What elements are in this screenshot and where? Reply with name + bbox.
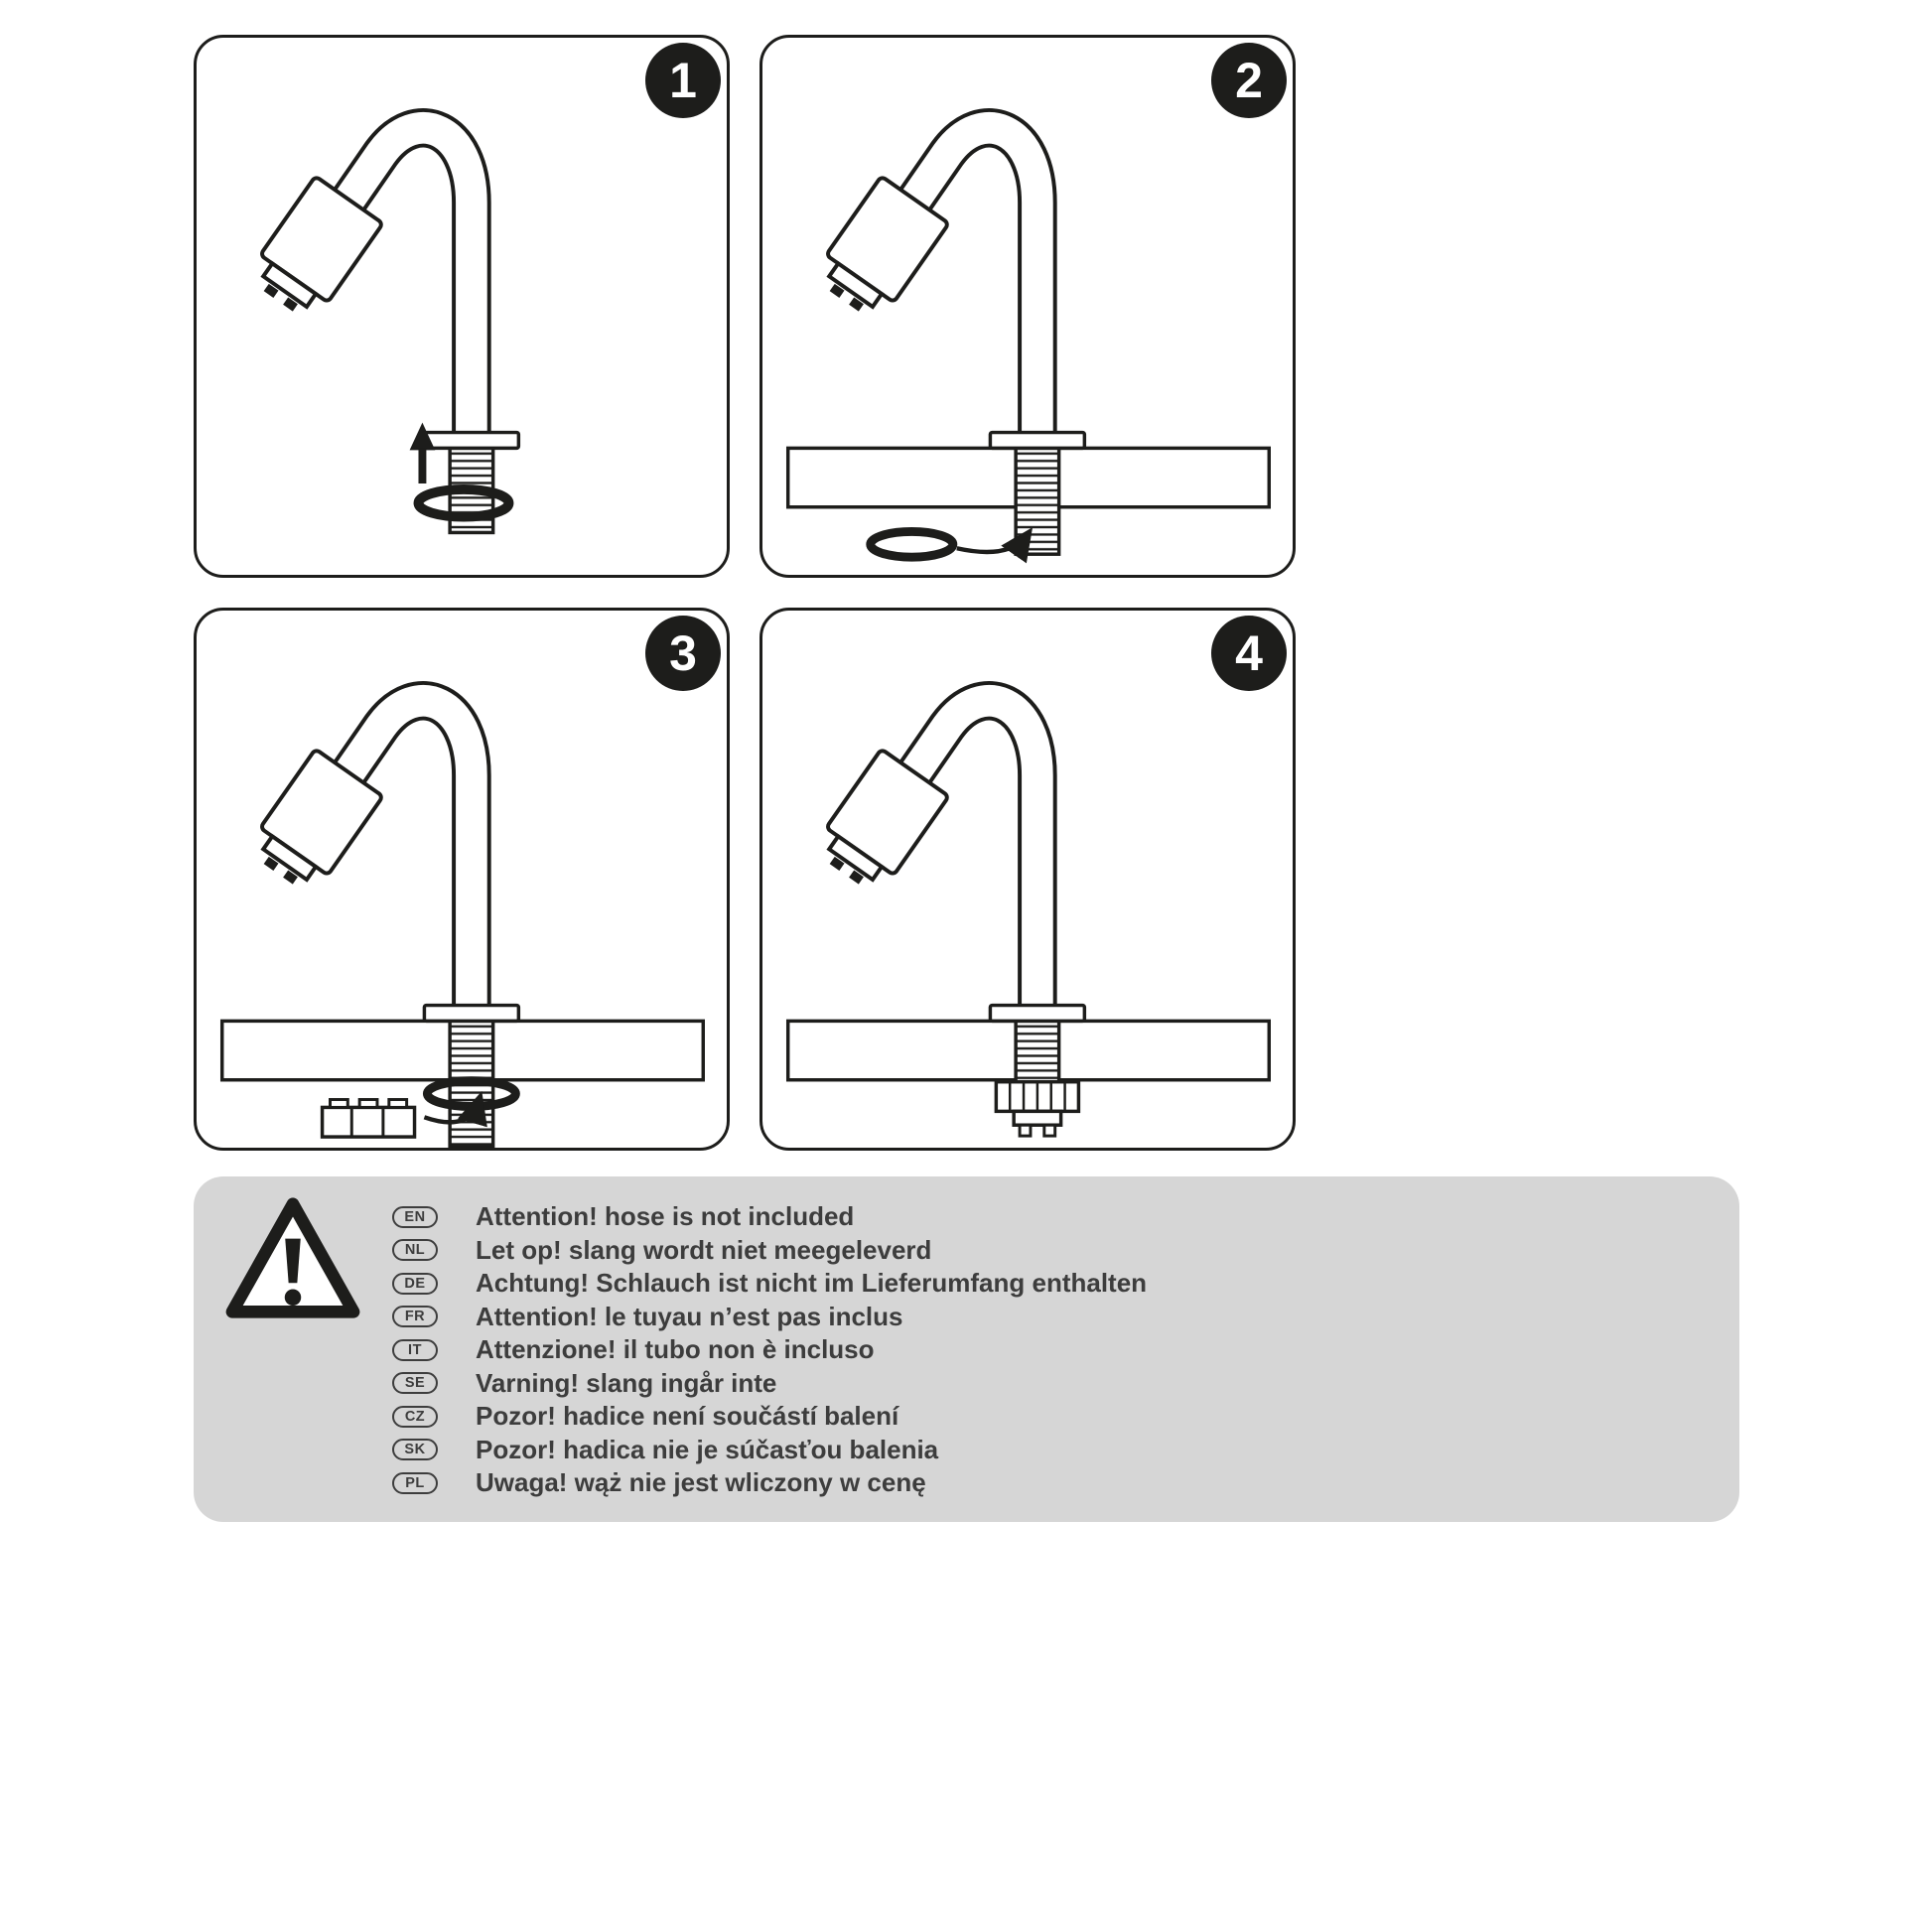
spray-head <box>260 176 383 312</box>
language-code-badge: SK <box>392 1439 438 1461</box>
faucet <box>260 108 521 535</box>
language-code-badge: SE <box>392 1372 438 1395</box>
faucet-step-3-illustration <box>219 681 705 1148</box>
warning-row: NL Let op! slang wordt niet meegeleverd <box>392 1234 1147 1268</box>
step-panel-4: 4 <box>759 608 1296 1151</box>
faucet <box>826 108 1087 556</box>
step-number: 3 <box>669 625 697 681</box>
step-number-badge: 2 <box>1211 43 1287 118</box>
warning-text: Pozor! hadica nie je súčasťou balenia <box>476 1434 939 1464</box>
language-code-badge: DE <box>392 1272 438 1295</box>
step-number: 4 <box>1235 625 1263 681</box>
language-code-badge: CZ <box>392 1405 438 1428</box>
warning-row: IT Attenzione! il tubo non è incluso <box>392 1333 1147 1367</box>
flange <box>988 430 1087 451</box>
step-number-badge: 4 <box>1211 616 1287 691</box>
curved-arrow-icon <box>423 1090 487 1128</box>
language-code-badge: FR <box>392 1306 438 1328</box>
spout-tube <box>333 112 487 435</box>
warning-text: Attention! le tuyau n’est pas inclus <box>476 1301 903 1331</box>
threaded-shank <box>1014 1019 1061 1086</box>
faucet-step-2-illustration <box>785 108 1271 564</box>
language-code-badge: IT <box>392 1338 438 1361</box>
warning-row: SE Varning! slang ingår inte <box>392 1367 1147 1401</box>
faucet <box>826 681 1087 1086</box>
fastening-nut <box>994 1079 1081 1138</box>
o-ring <box>413 483 514 522</box>
warning-box: EN Attention! hose is not included NL Le… <box>194 1176 1739 1522</box>
o-ring <box>866 527 958 562</box>
warning-text-list: EN Attention! hose is not included NL Le… <box>392 1176 1147 1500</box>
warning-icon-column <box>194 1176 392 1321</box>
warning-row: CZ Pozor! hadice není součástí balení <box>392 1400 1147 1434</box>
flange <box>422 430 521 451</box>
warning-triangle-icon <box>225 1197 360 1318</box>
warning-text: Attention! hose is not included <box>476 1201 855 1232</box>
up-arrow-icon <box>409 422 436 483</box>
warning-text: Achtung! Schlauch ist nicht im Lieferumf… <box>476 1268 1148 1299</box>
step-panel-1: 1 <box>194 35 730 578</box>
warning-row: PL Uwaga! wąż nie jest wliczony w cenę <box>392 1466 1147 1500</box>
warning-text: Attenzione! il tubo non è incluso <box>476 1334 875 1365</box>
spray-head <box>826 176 949 312</box>
warning-text: Pozor! hadice není součástí balení <box>476 1401 899 1432</box>
faucet-step-4-illustration <box>785 681 1271 1138</box>
warning-row: EN Attention! hose is not included <box>392 1200 1147 1234</box>
flange <box>988 1003 1087 1024</box>
curved-arrow-icon <box>956 527 1034 564</box>
warning-text: Varning! slang ingår inte <box>476 1367 777 1398</box>
step-panel-2: 2 <box>759 35 1296 578</box>
step-number-badge: 1 <box>645 43 721 118</box>
flange <box>422 1003 521 1024</box>
step-number-badge: 3 <box>645 616 721 691</box>
faucet-step-1-illustration <box>260 108 521 535</box>
spray-head <box>260 749 383 885</box>
language-code-badge: NL <box>392 1239 438 1262</box>
warning-text: Uwaga! wąż nie jest wliczony w cenę <box>476 1467 926 1498</box>
warning-text: Let op! slang wordt niet meegeleverd <box>476 1234 932 1265</box>
warning-row: DE Achtung! Schlauch ist nicht im Liefer… <box>392 1267 1147 1301</box>
warning-row: SK Pozor! hadica nie je súčasťou balenia <box>392 1434 1147 1467</box>
spout-tube <box>898 685 1053 1008</box>
language-code-badge: PL <box>392 1471 438 1494</box>
language-code-badge: EN <box>392 1205 438 1228</box>
step-number: 1 <box>669 53 697 108</box>
spout-tube <box>333 685 487 1008</box>
step-number: 2 <box>1235 53 1263 108</box>
warning-row: FR Attention! le tuyau n’est pas inclus <box>392 1301 1147 1334</box>
mounting-nut <box>320 1098 417 1139</box>
spray-head <box>826 749 949 885</box>
spout-tube <box>898 112 1053 435</box>
step-panel-3: 3 <box>194 608 730 1151</box>
